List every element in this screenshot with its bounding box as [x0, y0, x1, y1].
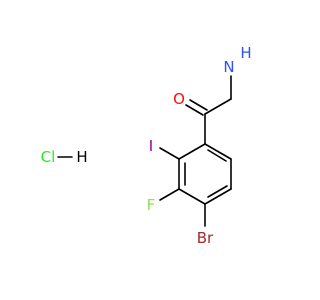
atom-label-n: N [223, 58, 234, 76]
bond-carbonyl-to-ch2 [204, 98, 232, 115]
bond-ring-6 [204, 143, 232, 160]
bond-ring-inner-3 [207, 149, 227, 162]
atom-label-o: O [173, 90, 185, 108]
molecule-structure: N H O I F Br Cl H [41, 44, 252, 247]
bond-ring-3 [178, 188, 206, 205]
bond-ring-1 [178, 143, 206, 160]
atom-label-f: F [147, 196, 156, 214]
bond-ring-inner-2 [207, 185, 228, 198]
bond-ring-to-fluorine [159, 188, 180, 201]
atom-labels: N H O I F Br Cl H [41, 44, 252, 247]
bond-carbonyl-o-1 [185, 104, 204, 116]
bonds [57, 75, 232, 227]
atom-label-h: H [76, 148, 87, 166]
bond-ring-to-iodine [159, 147, 180, 160]
atom-label-cl: Cl [41, 148, 56, 166]
atom-label-i: I [149, 137, 153, 155]
bond-carbonyl-o-2 [189, 99, 208, 111]
atom-label-h2: H [240, 44, 251, 62]
atom-label-br: Br [197, 229, 214, 247]
bond-ring-4 [204, 188, 232, 205]
